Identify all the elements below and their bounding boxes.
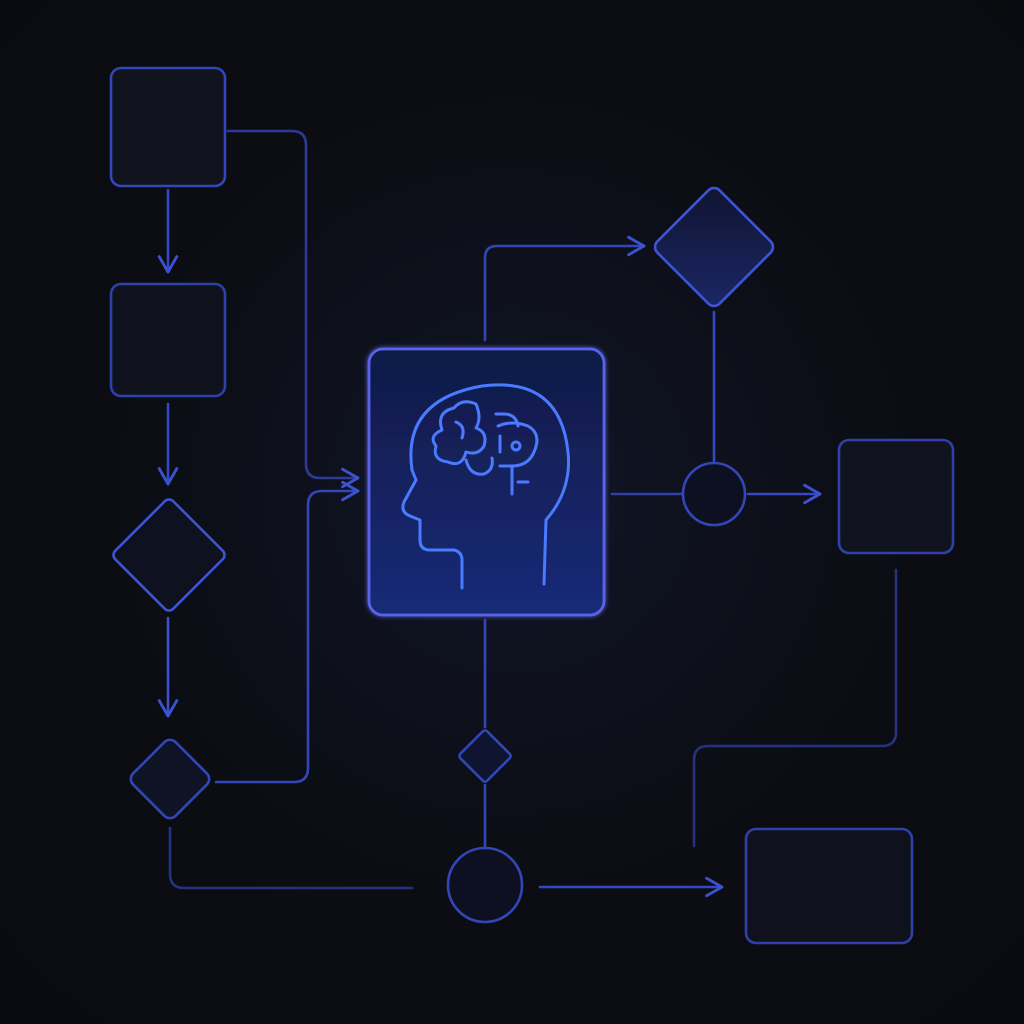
connector-diamond2-to-center	[214, 480, 360, 784]
process-box-1	[109, 66, 227, 188]
connector-right-box-to-bottom-box	[692, 568, 898, 848]
decision-diamond-1	[112, 498, 226, 612]
decision-diamond-top-right	[653, 186, 775, 308]
connector-diamond2-to-bottom-circle	[168, 826, 414, 890]
decision-diamond-2	[129, 738, 211, 820]
central-ai-node	[367, 347, 606, 617]
process-box-right	[837, 438, 955, 555]
brain-head-icon	[401, 383, 571, 590]
junction-circle-right	[681, 461, 747, 527]
junction-circle-bottom	[446, 846, 524, 924]
connector-center-to-top-diamond	[483, 235, 646, 342]
decision-diamond-small	[458, 729, 512, 783]
process-box-bottom-right	[744, 827, 914, 945]
connector-box1-to-center	[226, 129, 360, 489]
process-box-2	[109, 282, 227, 398]
